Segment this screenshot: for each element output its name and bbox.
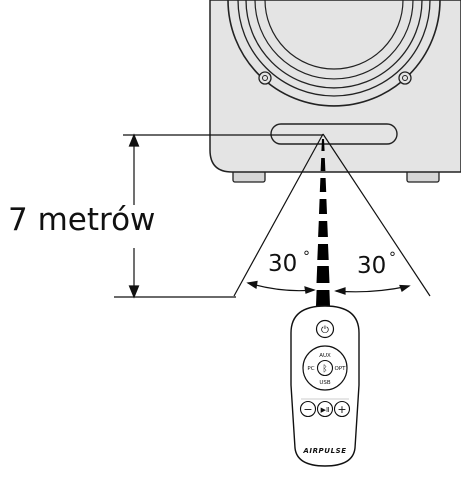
angle-arc-left (247, 282, 315, 292)
speaker-screw-left (258, 71, 272, 85)
pc-button[interactable]: PC (307, 366, 314, 372)
distance-label: 7 metrów (8, 202, 156, 238)
bluetooth-button[interactable]: ᛒ (316, 359, 334, 377)
distance-dimension (114, 133, 323, 299)
opt-button[interactable]: OPT (334, 366, 346, 372)
volume-up-button[interactable]: + (333, 400, 351, 418)
remote-control: ⏻ AUX PC OPT USB ᛒ − ▶Ⅱ + AIRPULSE (290, 305, 360, 467)
cone-line-left (233, 133, 324, 297)
cone-line-right (322, 133, 431, 297)
aux-button[interactable]: AUX (319, 353, 331, 359)
angle-label-right: 30 (357, 253, 387, 279)
angle-arcs (246, 280, 411, 295)
ir-beam (316, 139, 330, 306)
svg-text:⏻: ⏻ (321, 325, 329, 336)
dimension-arrow-bottom (128, 285, 140, 299)
brand-logo: AIRPULSE (302, 447, 346, 455)
degree-symbol-right: ° (389, 250, 396, 266)
reception-cone (233, 133, 431, 297)
speaker-screw-right (398, 71, 412, 85)
speaker-body (209, 0, 461, 173)
svg-text:−: − (303, 403, 312, 416)
svg-text:+: + (337, 403, 346, 416)
speaker (209, 0, 461, 183)
volume-down-button[interactable]: − (299, 400, 317, 418)
dimension-arrow-top (128, 133, 140, 147)
play-pause-button[interactable]: ▶Ⅱ (316, 400, 334, 418)
speaker-woofer (227, 0, 441, 107)
angle-label-left: 30 (268, 251, 298, 277)
svg-text:▶Ⅱ: ▶Ⅱ (321, 406, 330, 414)
degree-symbol-left: ° (303, 249, 310, 265)
power-button[interactable]: ⏻ (315, 319, 335, 339)
usb-button[interactable]: USB (319, 380, 331, 386)
angle-arc-right (335, 285, 410, 293)
bluetooth-icon: ᛒ (322, 364, 327, 375)
ir-receiver-window (270, 123, 398, 145)
